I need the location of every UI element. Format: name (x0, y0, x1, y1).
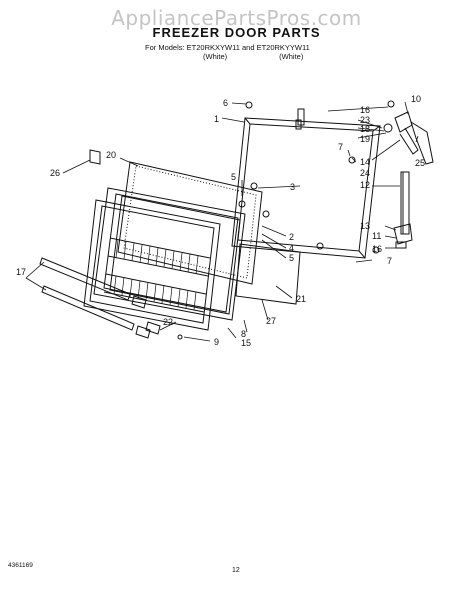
callout-14: 14 (360, 157, 370, 167)
callout-9: 9 (214, 337, 219, 347)
callout-4: 4 (289, 243, 294, 253)
door-liner-panel (117, 161, 263, 285)
callout-17: 17 (16, 267, 26, 277)
door-frame (231, 117, 381, 259)
clip-part (89, 149, 101, 165)
callout-24: 24 (360, 168, 370, 178)
callout-13: 13 (360, 221, 370, 231)
leader-lines (25, 101, 419, 342)
model-color-b: (White) (279, 52, 304, 61)
door-outer-panel (93, 187, 246, 321)
callout-20: 20 (106, 150, 116, 160)
callout-11: 11 (372, 231, 381, 241)
callout-2: 2 (289, 232, 294, 242)
callout-15: 15 (241, 338, 251, 348)
page-title: FREEZER DOOR PARTS (152, 25, 321, 40)
callout-18: 18 (360, 124, 370, 134)
callout-1: 1 (214, 114, 219, 124)
callout-labels: 1 2 3 4 5 5 6 7 7 8 9 10 11 12 13 14 15 … (16, 94, 425, 348)
callout-23: 23 (360, 115, 370, 125)
callout-26: 26 (50, 168, 60, 178)
bottom-hinge (393, 223, 413, 249)
callout-7b: 7 (387, 256, 392, 266)
callout-21: 21 (296, 294, 306, 304)
top-hinge (295, 108, 434, 165)
callout-19: 19 (360, 134, 370, 144)
callout-25: 25 (415, 158, 425, 168)
door-inner-liner (83, 199, 221, 331)
callout-16a: 16 (360, 105, 370, 115)
callout-3: 3 (290, 182, 295, 192)
callout-6: 6 (223, 98, 228, 108)
callout-8: 8 (241, 329, 246, 339)
document-number: 4361169 (8, 562, 33, 569)
model-line: For Models: ET20RKXYW11 and ET20RKYYW11 (145, 43, 310, 52)
door-handle (400, 171, 410, 235)
shelf-rails (39, 257, 161, 339)
callout-10: 10 (411, 94, 421, 104)
watermark: AppliancePartsPros.com (111, 6, 362, 30)
callout-16b: 16 (372, 244, 382, 254)
page-number: 12 (232, 567, 240, 574)
callout-27: 27 (266, 316, 276, 326)
callout-5a: 5 (231, 172, 236, 182)
model-color-a: (White) (203, 52, 228, 61)
callout-22: 22 (163, 317, 173, 327)
model-info: For Models: ET20RKXYW11 and ET20RKYYW11 … (145, 43, 310, 61)
callout-7a: 7 (338, 142, 343, 152)
callout-5b: 5 (289, 253, 294, 263)
screws (177, 100, 395, 340)
callout-12: 12 (360, 180, 370, 190)
